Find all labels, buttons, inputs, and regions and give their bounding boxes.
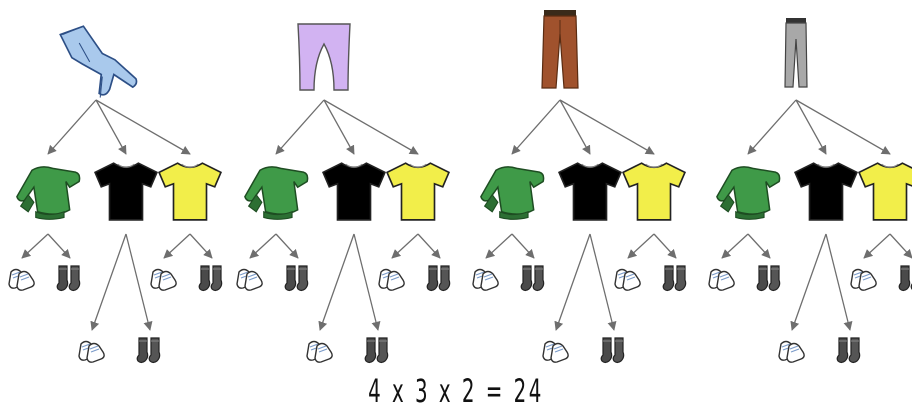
arrow-to-socks [554,233,591,331]
white-socks-icon [236,268,263,291]
arrow-to-socks [653,233,677,259]
arrow-to-top-1 [511,99,561,155]
t-shirt-icon [386,162,450,221]
outfit-branch-4 [708,18,912,364]
t-shirt-icon [158,162,222,221]
t-shirt-icon [94,162,158,221]
arrow-to-top-3 [795,99,891,155]
arrow-to-socks [318,233,355,331]
arrow-to-socks [353,233,381,331]
arrow-to-top-2 [559,99,591,155]
trousers-icon [541,10,579,89]
arrow-to-socks [721,233,749,259]
grey-socks-icon [836,337,861,364]
arrow-to-top-1 [275,99,325,155]
t-shirt-icon [558,162,622,221]
white-socks-icon [614,268,641,291]
leggings-icon [297,23,351,91]
arrow-to-socks [249,233,277,259]
grey-socks-icon [364,337,389,364]
arrow-to-socks [391,233,419,259]
white-socks-icon [542,340,569,363]
arrow-to-top-1 [47,99,97,155]
white-socks-icon [850,268,877,291]
outfit-branch-3 [472,10,687,364]
arrow-to-socks [790,233,827,331]
arrow-to-top-1 [747,99,797,155]
arrow-to-socks [485,233,513,259]
arrow-to-top-2 [795,99,827,155]
arrow-to-socks [825,233,853,331]
grey-socks-icon [898,265,912,292]
outfit-branch-1 [8,25,223,364]
white-socks-icon [8,268,35,291]
white-socks-icon [778,340,805,363]
arrow-to-top-3 [95,99,191,155]
slim-pants-icon [784,18,808,88]
arrow-to-socks [747,233,771,259]
outfit-branch-2 [236,23,451,364]
t-shirt-icon [858,162,912,221]
arrow-to-socks [889,233,912,259]
arrow-to-socks [275,233,299,259]
grey-socks-icon [136,337,161,364]
grey-socks-icon [520,265,545,292]
jeans-icon [59,25,138,99]
t-shirt-icon [322,162,386,221]
sweater-icon [16,165,81,221]
arrow-to-socks [863,233,891,259]
arrow-to-socks [47,233,71,259]
sweater-icon [480,165,545,221]
arrow-to-socks [163,233,191,259]
grey-socks-icon [600,337,625,364]
arrow-to-top-3 [323,99,419,155]
t-shirt-icon [622,162,686,221]
grey-socks-icon [56,265,81,292]
sweater-icon [716,165,781,221]
grey-socks-icon [198,265,223,292]
white-socks-icon [78,340,105,363]
white-socks-icon [306,340,333,363]
grey-socks-icon [284,265,309,292]
arrow-to-socks [511,233,535,259]
arrow-to-socks [125,233,153,331]
arrow-to-socks [589,233,617,331]
arrow-to-socks [21,233,49,259]
white-socks-icon [708,268,735,291]
grey-socks-icon [756,265,781,292]
white-socks-icon [378,268,405,291]
arrow-to-top-3 [559,99,655,155]
white-socks-icon [150,268,177,291]
arrow-to-socks [627,233,655,259]
arrow-to-socks [90,233,127,331]
grey-socks-icon [662,265,687,292]
arrow-to-top-2 [95,99,127,155]
arrow-to-socks [189,233,213,259]
white-socks-icon [472,268,499,291]
sweater-icon [244,165,309,221]
combination-equation: 4 x 3 x 2 = 24 [368,372,544,410]
t-shirt-icon [794,162,858,221]
arrow-to-top-2 [323,99,355,155]
grey-socks-icon [426,265,451,292]
arrow-to-socks [417,233,441,259]
